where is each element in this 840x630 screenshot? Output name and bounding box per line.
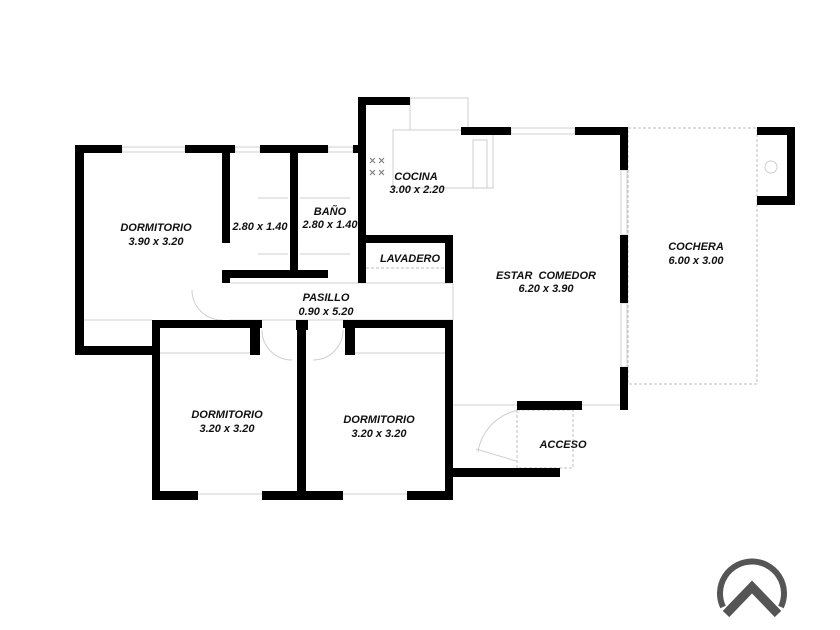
- room-size-room-2: 2.80 x 1.40: [231, 221, 288, 233]
- room-size-cochera: 6.00 x 3.00: [668, 255, 724, 267]
- room-name-dormitorio: DORMITORIO: [120, 222, 192, 234]
- room-size-pasillo: 0.90 x 5.20: [298, 306, 354, 318]
- room-name-dormitorio-2: DORMITORIO: [191, 409, 263, 421]
- walls: [75, 97, 795, 500]
- room-size-estar-comedor: 6.20 x 3.90: [518, 283, 574, 295]
- stove-icon: [369, 157, 385, 176]
- room-name-pasillo: PASILLO: [303, 292, 350, 304]
- room-name-bano: BAÑO: [314, 205, 347, 218]
- room-name-acceso: ACCESO: [538, 439, 587, 451]
- room-size-dormitorio-3: 3.20 x 3.20: [351, 428, 407, 440]
- fixtures: [84, 97, 778, 495]
- room-size-cocina: 3.00 x 2.20: [389, 184, 445, 196]
- house-arc-logo-icon: [717, 558, 787, 618]
- room-size-dormitorio-2: 3.20 x 3.20: [199, 423, 255, 435]
- room-name-lavadero: LAVADERO: [380, 253, 441, 265]
- room-name-estar-comedor: ESTAR COMEDOR: [496, 270, 596, 282]
- room-name-cocina: COCINA: [394, 171, 437, 183]
- room-name-dormitorio-3: DORMITORIO: [343, 414, 415, 426]
- room-name-cochera: COCHERA: [668, 241, 724, 253]
- room-size-dormitorio: 3.90 x 3.20: [128, 236, 184, 248]
- room-size-bano: 2.80 x 1.40: [301, 219, 358, 231]
